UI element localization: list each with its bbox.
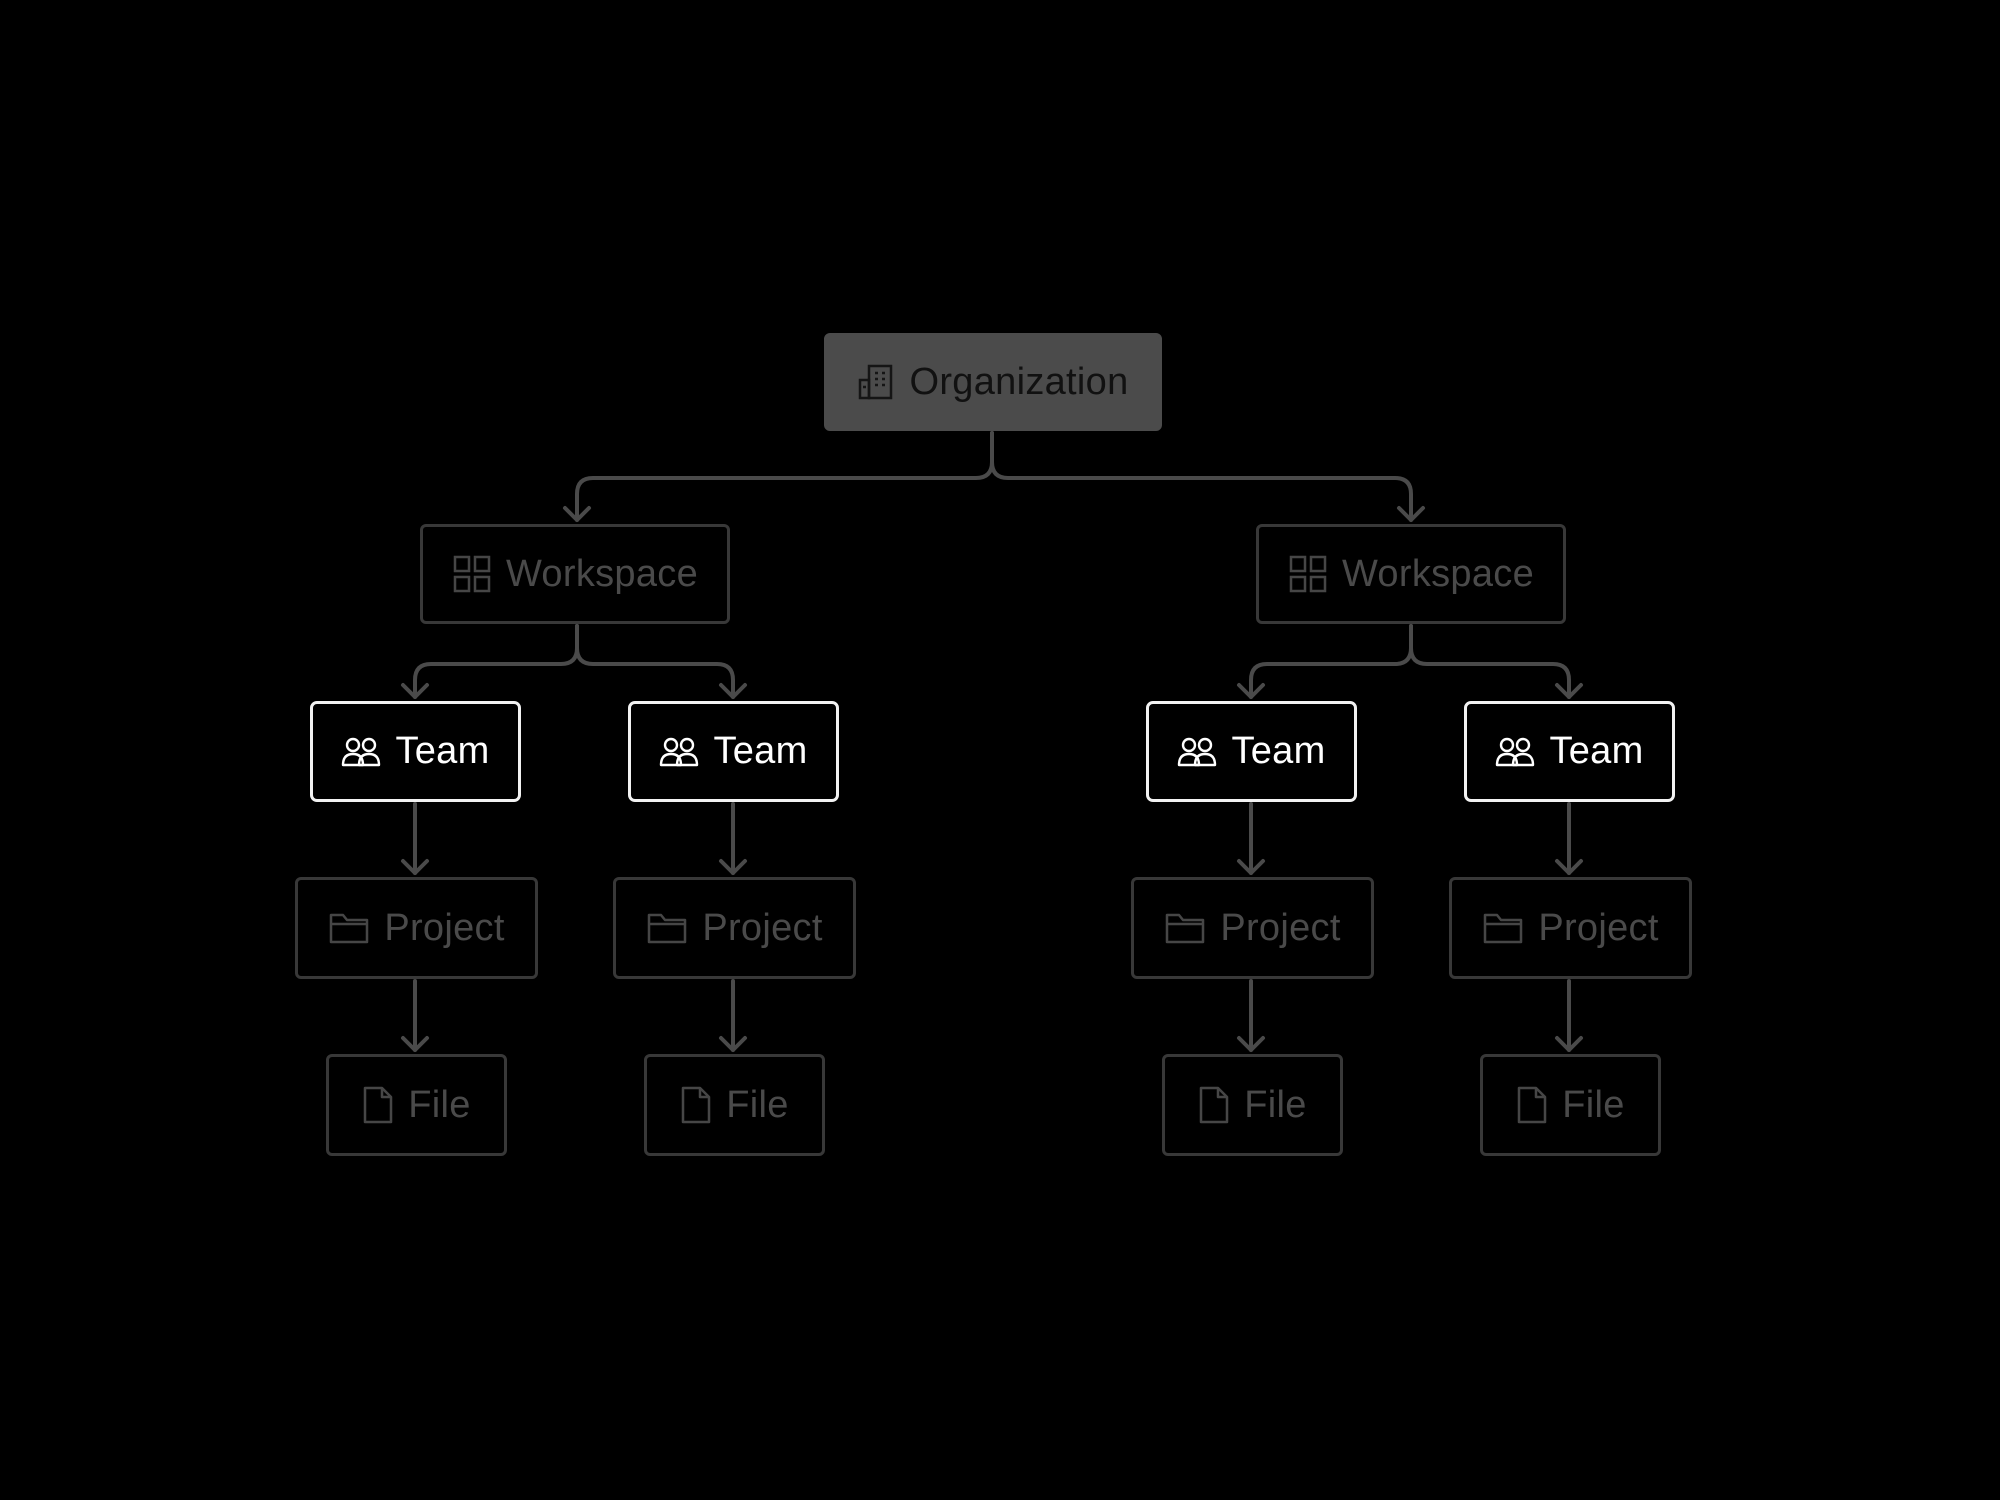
file-node-1: File <box>326 1054 507 1156</box>
file-node-4: File <box>1480 1054 1661 1156</box>
file-icon <box>1516 1085 1548 1125</box>
project-label: Project <box>702 906 823 949</box>
team-node-1: Team <box>310 701 521 802</box>
workspace-node-right: Workspace <box>1256 524 1566 624</box>
connector-ws-left-team-2 <box>575 624 735 699</box>
folder-icon <box>1482 910 1524 946</box>
file-label: File <box>408 1083 471 1126</box>
project-node-4: Project <box>1449 877 1692 979</box>
connector-org-ws-right <box>990 431 1413 522</box>
project-label: Project <box>1538 906 1659 949</box>
arrowhead-project-1 <box>401 859 429 875</box>
users-icon <box>1495 736 1535 768</box>
team-node-3: Team <box>1146 701 1357 802</box>
connector-org-ws-left <box>575 431 994 522</box>
folder-icon <box>646 910 688 946</box>
file-icon <box>362 1085 394 1125</box>
grid-icon <box>1288 554 1328 594</box>
connector-ws-right-team-4 <box>1409 624 1571 699</box>
users-icon <box>659 736 699 768</box>
arrowhead-file-3 <box>1237 1036 1265 1052</box>
organization-node: Organization <box>824 333 1162 431</box>
arrowhead-project-4 <box>1555 859 1583 875</box>
file-node-3: File <box>1162 1054 1343 1156</box>
workspace-label: Workspace <box>505 552 699 595</box>
arrowhead-team-4 <box>1555 683 1583 699</box>
building-icon <box>857 363 895 401</box>
grid-icon <box>452 554 492 594</box>
project-label: Project <box>384 906 505 949</box>
team-label: Team <box>1549 730 1644 772</box>
file-label: File <box>1562 1083 1625 1126</box>
arrowhead-team-2 <box>719 683 747 699</box>
file-label: File <box>1244 1083 1307 1126</box>
arrowhead-file-1 <box>401 1036 429 1052</box>
file-icon <box>1198 1085 1230 1125</box>
file-node-2: File <box>644 1054 825 1156</box>
folder-icon <box>328 910 370 946</box>
team-node-4: Team <box>1464 701 1675 802</box>
connector-ws-right-team-3 <box>1249 624 1413 699</box>
file-label: File <box>726 1083 789 1126</box>
folder-icon <box>1164 910 1206 946</box>
arrowhead-file-4 <box>1555 1036 1583 1052</box>
team-label: Team <box>395 730 490 772</box>
project-node-1: Project <box>295 877 538 979</box>
arrowhead-ws-right <box>1397 506 1425 522</box>
project-label: Project <box>1220 906 1341 949</box>
connector-ws-left-team-1 <box>413 624 579 699</box>
arrowhead-project-3 <box>1237 859 1265 875</box>
users-icon <box>1177 736 1217 768</box>
users-icon <box>341 736 381 768</box>
arrowhead-file-2 <box>719 1036 747 1052</box>
project-node-3: Project <box>1131 877 1374 979</box>
team-label: Team <box>1231 730 1326 772</box>
arrowhead-ws-left <box>563 506 591 522</box>
organization-label: Organization <box>909 360 1129 403</box>
arrowhead-team-1 <box>401 683 429 699</box>
team-label: Team <box>713 730 808 772</box>
project-node-2: Project <box>613 877 856 979</box>
arrowhead-team-3 <box>1237 683 1265 699</box>
team-node-2: Team <box>628 701 839 802</box>
workspace-node-left: Workspace <box>420 524 730 624</box>
workspace-label: Workspace <box>1341 552 1535 595</box>
file-icon <box>680 1085 712 1125</box>
arrowhead-project-2 <box>719 859 747 875</box>
